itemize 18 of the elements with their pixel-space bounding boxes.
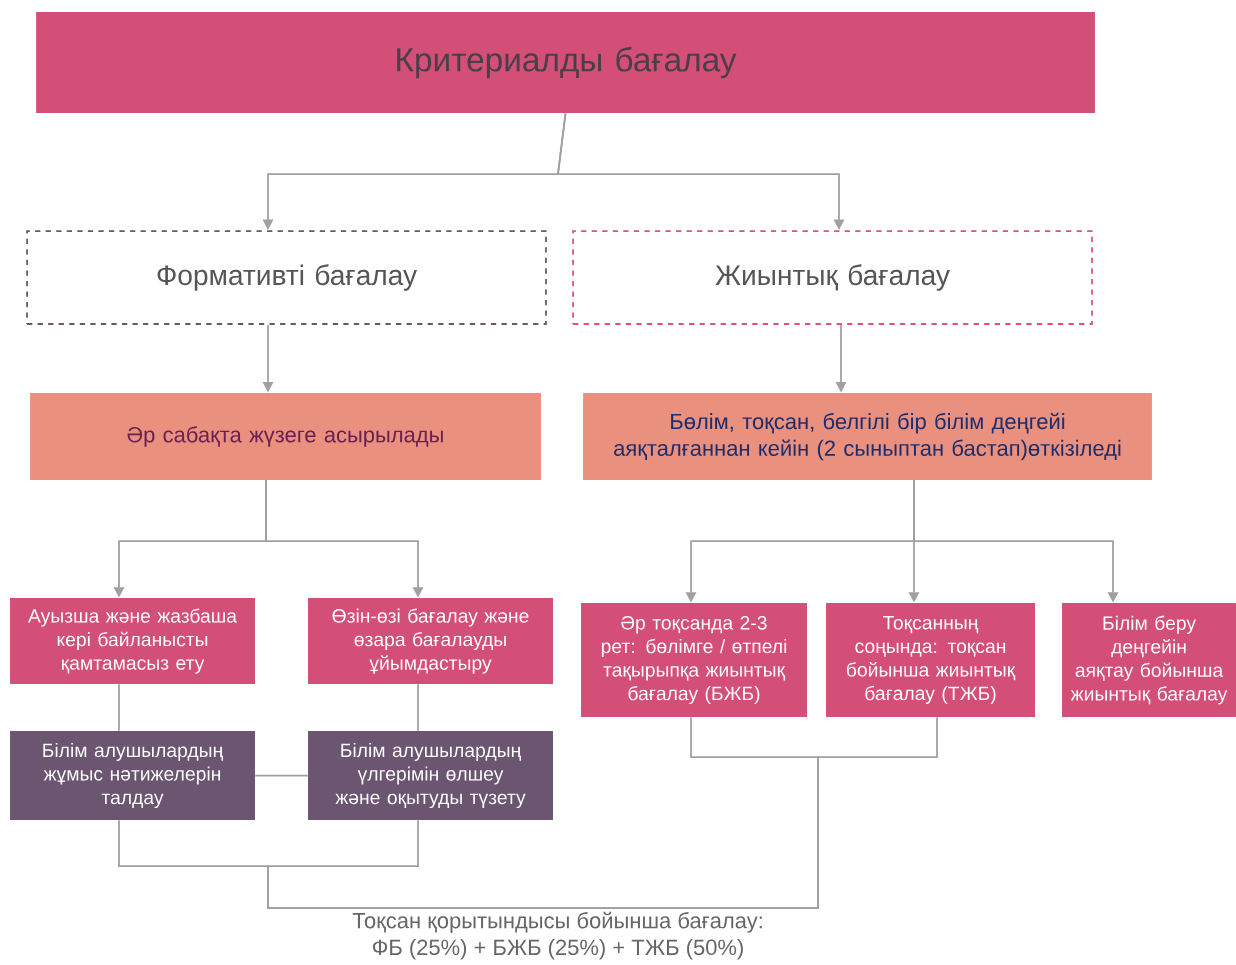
connector-line [118, 683, 120, 732]
summary-text: Тоқсан қорытындысы бойынша бағалау: ФБ (25%) + БЖБ (25%) + ТЖБ (50%) [352, 911, 762, 960]
process-box: Білім алушылардың үлгерімін өлшеу және оқытуды түзету [308, 731, 553, 820]
connector-line [254, 774, 309, 777]
process-box: Ауызша және жазбаша кері байланысты қамтамасыз ету [10, 598, 255, 684]
process-box: Әр сабақта жүзеге асырылады [30, 393, 541, 480]
connector-line [557, 716, 938, 909]
process-box: Білім алушылардың жұмыс нәтижелерін талдау [10, 731, 255, 820]
process-box: Өзін-өзі бағалау және өзара бағалауды ұйымдастыру [308, 598, 553, 684]
dashed-box: Формативті бағалау [26, 230, 547, 325]
connector-line [417, 683, 419, 732]
connector-line [267, 819, 559, 909]
process-box: Білім беру деңгейін аяқтау бойынша жиынтық бағалау [1062, 603, 1236, 717]
process-box: Бөлім, тоқсан, белгілі бір білім деңгейі аяқталғаннан кейін (2 сыныптан бастап)өткізіледі [583, 393, 1152, 480]
process-box: Әр тоқсанда 2-3 рет: бөлімге / өтпелі тақырыпқа жиынтық бағалау (БЖБ) [581, 603, 807, 717]
process-box: Тоқсанның соңында: тоқсан бойынша жиынтық бағалау (ТЖБ) [826, 603, 1035, 717]
title-box: Критериалды бағалау [36, 12, 1095, 113]
dashed-box: Жиынтық бағалау [572, 230, 1093, 325]
